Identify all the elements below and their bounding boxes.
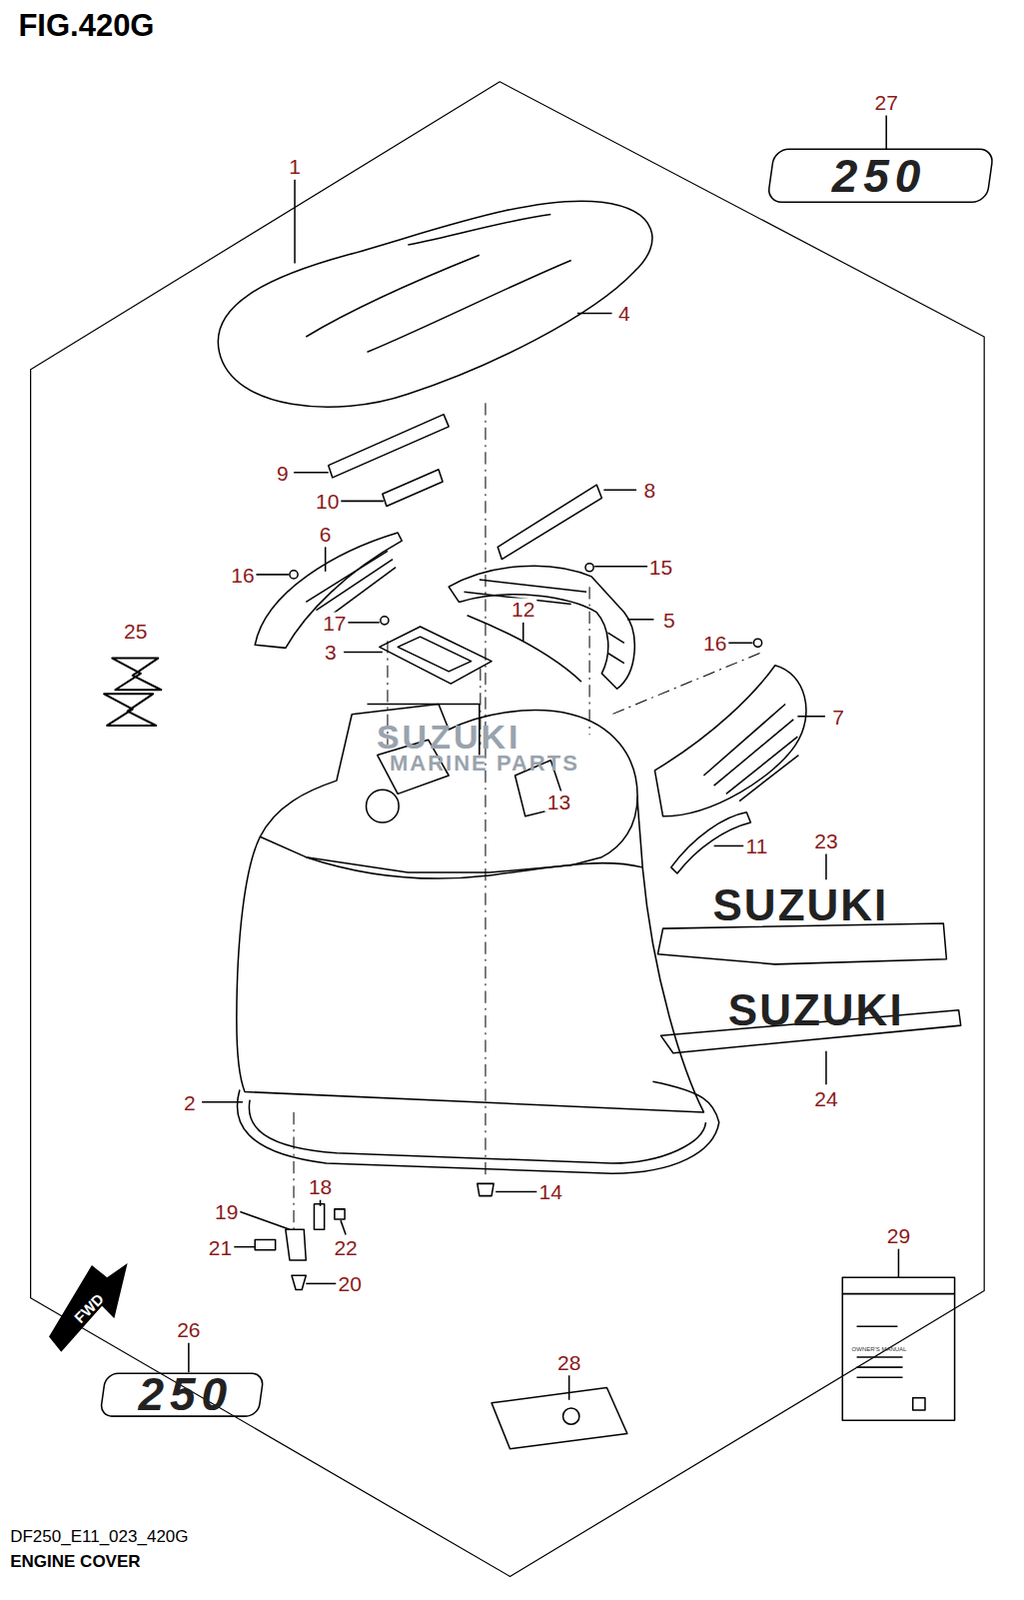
callout-number: 11 <box>744 835 771 857</box>
title: FIG.420G <box>17 9 154 41</box>
callout-number: 5 <box>661 608 678 630</box>
callout-number: 6 <box>317 522 334 544</box>
decal-text: SUZUKI <box>728 988 905 1032</box>
callout-number: 25 <box>121 619 149 641</box>
callout-number: 18 <box>306 1175 334 1197</box>
callout-number: 4 <box>616 302 633 324</box>
cap: ENGINE COVER <box>9 1552 140 1570</box>
callout-number: 13 <box>545 791 573 813</box>
watermark: MARINE PARTS <box>389 752 580 775</box>
callout-number: 19 <box>212 1199 240 1221</box>
decal-text: 250 <box>137 1370 233 1417</box>
figure-code: DF250_E11_023_420G <box>9 1527 188 1545</box>
callout-number: 7 <box>830 705 847 727</box>
callout-number: 23 <box>812 830 840 852</box>
callout-number: 26 <box>174 1318 202 1340</box>
callout-number: 27 <box>872 91 900 113</box>
callout-number: 15 <box>647 555 675 577</box>
callout-number: 8 <box>641 479 658 501</box>
watermark: SUZUKI <box>376 719 522 754</box>
callout-number: 14 <box>537 1180 565 1202</box>
callout-number: 21 <box>206 1235 234 1257</box>
callout-number: 24 <box>812 1086 840 1108</box>
callout-number: 29 <box>885 1224 913 1246</box>
manual-text: OWNER'S MANUAL <box>852 1345 908 1352</box>
callout-number: 16 <box>701 632 729 654</box>
callout-number: 12 <box>509 598 537 620</box>
callout-number: 10 <box>313 490 341 512</box>
callout-number: 22 <box>331 1235 359 1257</box>
callout-number: 17 <box>320 611 348 633</box>
callout-number: 3 <box>322 641 339 663</box>
callout-number: 1 <box>286 155 303 177</box>
callout-number: 9 <box>274 461 291 483</box>
callout-number: 16 <box>228 563 256 585</box>
callout-number: 28 <box>555 1350 583 1372</box>
callout-number: 2 <box>181 1090 198 1112</box>
decal-text: SUZUKI <box>713 883 890 928</box>
callout-number: 20 <box>335 1272 363 1294</box>
decal-text: 250 <box>832 152 928 199</box>
